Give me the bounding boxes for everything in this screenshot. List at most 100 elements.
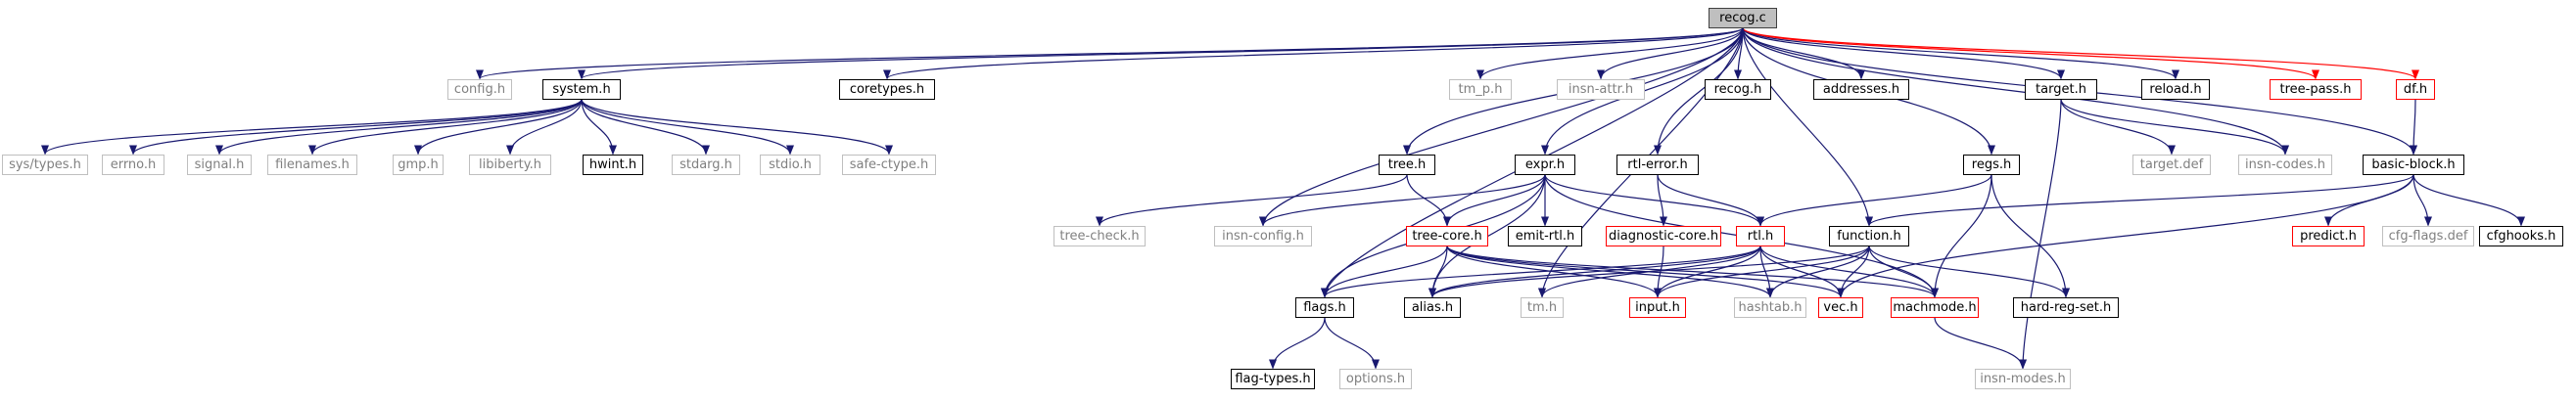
node-regs-h[interactable]: regs.h [1963,154,2020,175]
edge-target-h-to-target-def [2060,99,2176,156]
edge-machmode-h-to-insn-modes-h [1934,317,2027,370]
node-machmode-h[interactable]: machmode.h [1891,296,1979,318]
edge-df-h-to-basic-block-h [2410,99,2418,156]
node-sys-types-h: sys/types.h [2,154,88,175]
node-signal-h: signal.h [187,154,252,175]
edge-recog-c-to-coretypes-h [883,26,1744,80]
edge-regs-h-to-rtl-h [1756,174,1992,227]
node-df-h[interactable]: df.h [2396,78,2435,100]
node-tree-h[interactable]: tree.h [1379,154,1435,175]
node-input-h[interactable]: input.h [1629,296,1686,318]
node-cfghooks-h[interactable]: cfghooks.h [2479,225,2563,246]
node-gmp-h: gmp.h [393,154,444,175]
edge-expr-h-to-tree-core-h [1443,174,1546,227]
edge-function-h-to-machmode-h [1868,246,1939,298]
edge-recog-c-to-insn-config-h [1259,27,1744,227]
edge-system-h-to-libiberty-h [506,99,583,156]
edge-function-h-to-vec-h [1837,246,1870,298]
edge-recog-c-to-reload-h [1742,27,2179,80]
node-safe-ctype-h: safe-ctype.h [842,154,936,175]
node-expr-h[interactable]: expr.h [1515,154,1575,175]
node-flag-types-h[interactable]: flag-types.h [1231,368,1315,389]
edge-recog-c-to-df-h [1742,26,2419,80]
edge-regs-h-to-hard-reg-set-h [1991,174,2070,298]
node-recog-h[interactable]: recog.h [1705,78,1771,100]
node-vec-h[interactable]: vec.h [1818,296,1863,318]
edge-recog-c-to-tree-pass-h [1742,26,2319,80]
edge-expr-h-to-insn-config-h [1259,174,1546,227]
edge-rtl-h-to-machmode-h [1759,246,1939,298]
edge-recog-c-to-rtl-error-h [1654,27,1744,156]
edge-tree-core-h-to-flags-h [1321,246,1448,298]
node-options-h: options.h [1339,368,1412,389]
edge-function-h-to-input-h [1654,246,1870,298]
edge-system-h-to-gmp-h [414,99,583,156]
edge-recog-c-to-system-h [578,26,1744,80]
node-function-h[interactable]: function.h [1829,225,1909,246]
node-hashtab-h: hashtab.h [1734,296,1806,318]
node-insn-codes-h: insn-codes.h [2238,154,2332,175]
edge-recog-c-to-insn-codes-h [1742,27,2289,156]
edge-system-h-to-stdarg-h [581,99,710,156]
edge-flags-h-to-flag-types-h [1269,317,1326,370]
edge-recog-c-to-target-h [1742,27,2065,80]
edge-function-h-to-hard-reg-set-h [1868,246,2070,298]
edge-system-h-to-sys-types-h [41,98,583,156]
edge-system-h-to-stdio-h [581,99,794,156]
edge-recog-c-to-insn-attr-h [1597,27,1744,80]
edge-target-h-to-insn-codes-h [2060,99,2289,156]
node-reload-h[interactable]: reload.h [2141,78,2210,100]
node-stdarg-h: stdarg.h [672,154,740,175]
node-tm-p-h: tm_p.h [1449,78,1512,100]
node-basic-block-h[interactable]: basic-block.h [2363,154,2464,175]
node-insn-modes-h: insn-modes.h [1975,368,2071,389]
node-tree-core-h[interactable]: tree-core.h [1406,225,1488,246]
edge-system-h-to-safe-ctype-h [581,99,893,156]
edge-regs-h-to-machmode-h [1931,174,1992,298]
node-rtl-error-h[interactable]: rtl-error.h [1616,154,1699,175]
node-insn-attr-h: insn-attr.h [1557,78,1645,100]
node-target-def: target.def [2132,154,2211,175]
node-hwint-h[interactable]: hwint.h [583,154,643,175]
edge-system-h-to-errno-h [129,99,583,156]
node-predict-h[interactable]: predict.h [2292,225,2365,246]
edge-recog-c-to-config-h [476,26,1744,80]
edge-expr-h-to-rtl-h [1544,174,1764,227]
node-stdio-h: stdio.h [760,154,820,175]
edge-system-h-to-signal-h [215,99,583,156]
edge-function-h-to-hashtab-h [1766,246,1870,298]
edge-function-h-to-alias-h [1429,246,1870,298]
node-insn-config-h: insn-config.h [1214,225,1312,246]
node-cfg-flags-def: cfg-flags.def [2382,225,2474,246]
node-hard-reg-set-h[interactable]: hard-reg-set.h [2013,296,2119,318]
edge-rtl-h-to-alias-h [1429,246,1761,298]
node-alias-h[interactable]: alias.h [1404,296,1461,318]
edge-basic-block-h-to-cfghooks-h [2412,174,2525,227]
edge-tree-core-h-to-hashtab-h [1446,246,1774,298]
edge-basic-block-h-to-function-h [1865,173,2414,227]
edge-rtl-error-h-to-diagnostic-core-h [1657,174,1667,227]
node-system-h[interactable]: system.h [542,78,621,100]
node-coretypes-h[interactable]: coretypes.h [839,78,935,100]
edge-rtl-error-h-to-rtl-h [1657,174,1764,227]
edge-system-h-to-hwint-h [581,99,617,156]
node-diagnostic-core-h[interactable]: diagnostic-core.h [1606,225,1721,246]
edge-tree-core-h-to-machmode-h [1446,245,1939,298]
node-recog-c[interactable]: recog.c [1709,7,1777,28]
node-config-h: config.h [447,78,512,100]
edge-recog-c-to-tm-p-h [1476,27,1744,80]
node-emit-rtl-h[interactable]: emit-rtl.h [1508,225,1582,246]
edge-recog-c-to-function-h [1742,27,1873,227]
node-tm-h: tm.h [1521,296,1564,318]
node-filenames-h: filenames.h [267,154,357,175]
node-rtl-h[interactable]: rtl.h [1736,225,1785,246]
node-addresses-h[interactable]: addresses.h [1813,78,1909,100]
node-target-h[interactable]: target.h [2025,78,2097,100]
node-flags-h[interactable]: flags.h [1295,296,1354,318]
edge-basic-block-h-to-cfg-flags-def [2412,174,2432,227]
edge-tree-h-to-tree-check-h [1096,174,1408,227]
edge-rtl-h-to-flags-h [1321,246,1761,298]
node-tree-pass-h[interactable]: tree-pass.h [2270,78,2362,100]
edge-system-h-to-filenames-h [308,99,583,156]
